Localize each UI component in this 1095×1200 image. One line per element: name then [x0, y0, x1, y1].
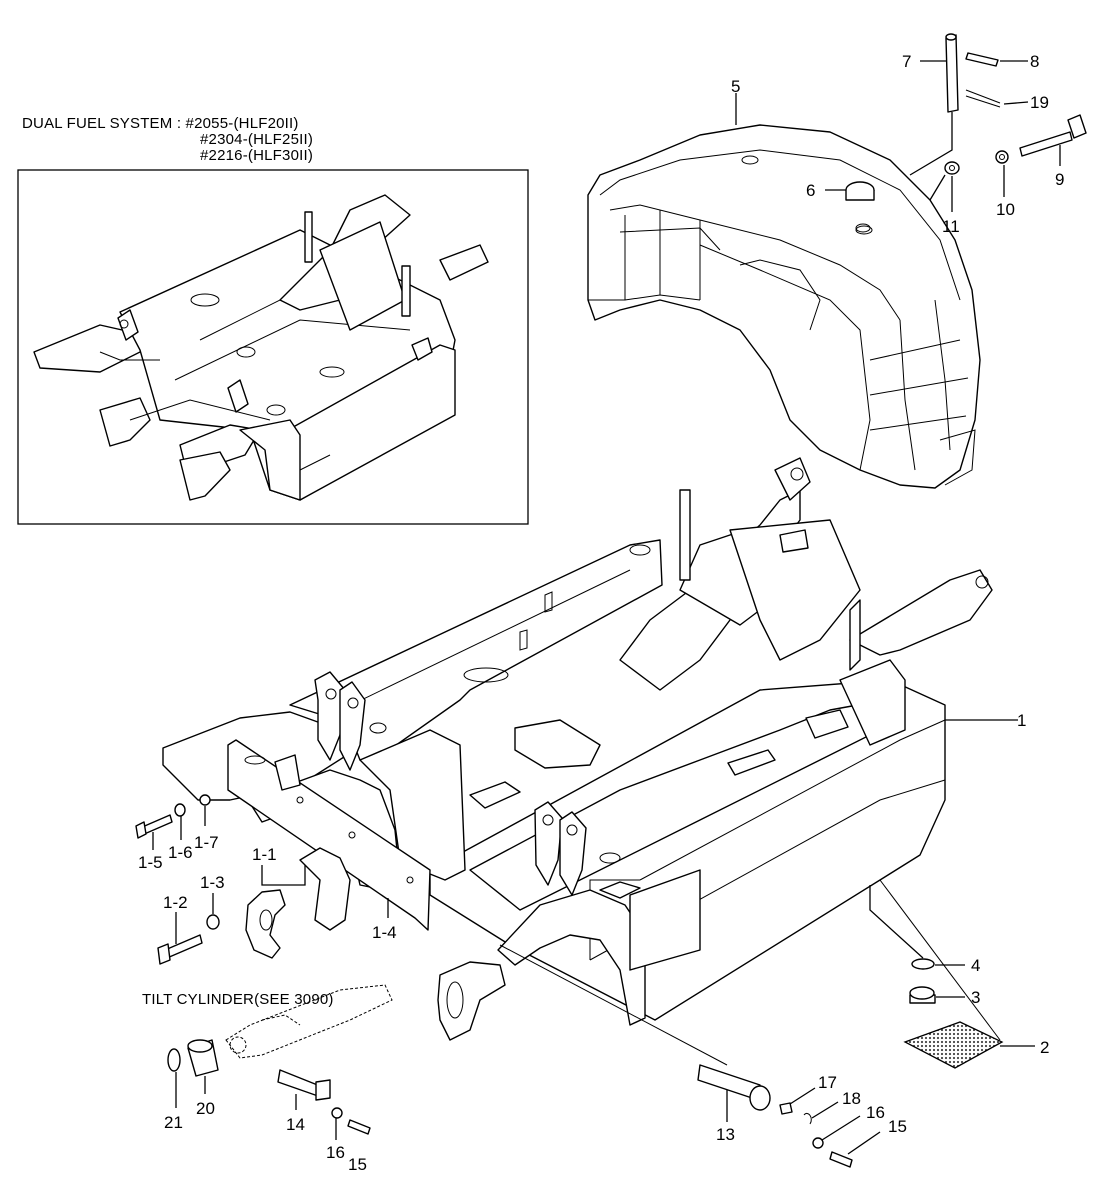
callouts: 1 2 3 4 5 6 7 8 9 10 11 19 1-5 1-6 1-7 1…: [138, 52, 1064, 1174]
callout-15-left: 15: [348, 1155, 367, 1174]
hardware: [135, 33, 1087, 1168]
callout-5: 5: [731, 77, 740, 96]
callout-13: 13: [716, 1125, 735, 1144]
callout-1-4: 1-4: [372, 923, 397, 942]
inset-frame-view: [17, 169, 529, 525]
dual-fuel-line-2: #2304-(HLF25II): [200, 131, 313, 148]
callout-1-5: 1-5: [138, 853, 163, 872]
callout-6: 6: [806, 181, 815, 200]
callout-1-2: 1-2: [163, 893, 188, 912]
inset-frame-drawing: [33, 194, 489, 501]
main-frame: [162, 457, 993, 1041]
dual-fuel-line-3: #2216-(HLF30II): [200, 147, 313, 164]
callout-14: 14: [286, 1115, 305, 1134]
callout-3: 3: [971, 988, 980, 1007]
leader-lines: [152, 60, 1061, 1155]
callout-1-1: 1-1: [252, 845, 277, 864]
callout-9: 9: [1055, 170, 1064, 189]
rubber-pad: [903, 1021, 1004, 1069]
clamp-1-1: [245, 889, 286, 959]
callout-16-right: 16: [866, 1103, 885, 1122]
dual-fuel-title: DUAL FUEL SYSTEM : #2055-(HLF20II): [22, 115, 299, 132]
callout-8: 8: [1030, 52, 1039, 71]
callout-1: 1: [1017, 711, 1026, 730]
callout-1-7: 1-7: [194, 833, 219, 852]
callout-4: 4: [971, 956, 980, 975]
callout-7: 7: [902, 52, 911, 71]
callout-2: 2: [1040, 1038, 1049, 1057]
tilt-cylinder-note: TILT CYLINDER(SEE 3090): [142, 991, 334, 1008]
callout-16-left: 16: [326, 1143, 345, 1162]
dual-fuel-note: DUAL FUEL SYSTEM : #2055-(HLF20II) #2304…: [22, 115, 313, 164]
tilt-cylinder: [225, 984, 393, 1059]
callout-18: 18: [842, 1089, 861, 1108]
counterweight: [587, 124, 981, 489]
callout-1-3: 1-3: [200, 873, 225, 892]
callout-10: 10: [996, 200, 1015, 219]
callout-15-right: 15: [888, 1117, 907, 1136]
pad-shape: [903, 1021, 1004, 1069]
callout-17: 17: [818, 1073, 837, 1092]
callout-19: 19: [1030, 93, 1049, 112]
callout-11: 11: [942, 217, 960, 236]
callout-21: 21: [164, 1113, 183, 1132]
callout-1-6: 1-6: [168, 843, 193, 862]
callout-20: 20: [196, 1099, 215, 1118]
